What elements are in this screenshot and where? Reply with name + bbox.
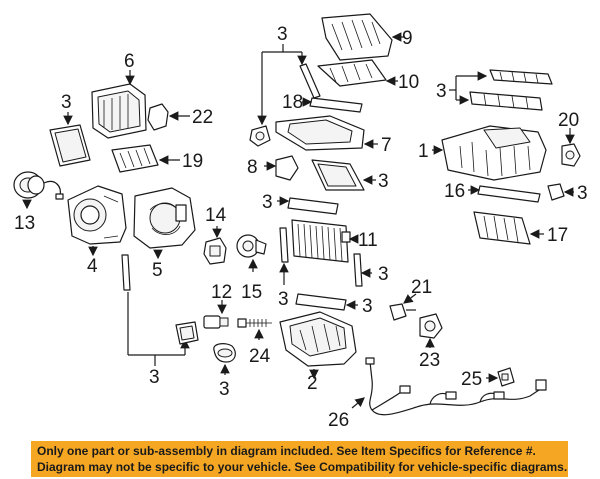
sensor-part-21	[389, 303, 416, 321]
seal-strip-part-3	[121, 254, 131, 291]
disclaimer-line-1: Only one part or sub-assembly in diagram…	[37, 444, 536, 458]
actuator-part-15	[236, 234, 267, 258]
duct-part-19	[111, 144, 159, 173]
callout-10: 10	[398, 72, 419, 93]
callout-26: 26	[328, 410, 349, 431]
callout-8: 8	[247, 157, 258, 178]
parts-diagram: 13 3 6 22 19 4 5	[13, 13, 588, 431]
callout-24: 24	[249, 346, 271, 367]
callout-1: 1	[418, 141, 429, 162]
callout-9: 9	[402, 28, 413, 49]
callout-3e: 3	[378, 264, 389, 285]
filter-part-3b	[311, 159, 365, 191]
callout-3d: 3	[278, 289, 289, 310]
callout-4: 4	[87, 256, 98, 277]
bracket-part-22	[147, 103, 169, 131]
seal-strip-part-3e	[353, 253, 363, 287]
clip-part-3-right	[547, 183, 565, 201]
callout-22: 22	[192, 107, 213, 128]
seal-part-3-top	[299, 63, 321, 99]
filter-part-3a	[49, 124, 91, 167]
callout-11: 11	[358, 230, 378, 251]
seal-strip-part-3d	[279, 227, 289, 263]
callout-19: 19	[182, 151, 203, 172]
blower-motor-part-13	[13, 171, 64, 200]
callout-20: 20	[558, 110, 579, 131]
seal-part-18	[309, 97, 363, 113]
callout-3h: 3	[219, 379, 230, 400]
callout-3c: 3	[262, 192, 273, 213]
callout-23: 23	[419, 350, 440, 371]
seal-part-16	[477, 185, 541, 203]
clip-part-3	[249, 125, 271, 147]
seal-part-3-right-bottom	[469, 91, 543, 111]
callout-2: 2	[307, 373, 318, 394]
cover-part-8	[275, 155, 299, 181]
seal-part-3c	[287, 197, 339, 215]
gasket-part-3h	[213, 343, 236, 363]
wiring-harness-part-26	[365, 357, 547, 416]
duct-part-17	[473, 211, 531, 245]
callout-3-bottom: 3	[149, 367, 160, 388]
callout-18: 18	[282, 92, 303, 113]
actuator-part-14	[203, 237, 227, 265]
seal-part-3-right-top	[489, 69, 553, 85]
connector-part-25	[497, 367, 515, 387]
callout-14: 14	[205, 205, 227, 226]
callout-21: 21	[411, 277, 432, 298]
callout-3a: 3	[61, 92, 72, 113]
callout-12: 12	[211, 282, 232, 303]
seal-part-3-bottom	[175, 321, 199, 345]
lower-case-part-2	[279, 311, 357, 367]
hvac-module-part-1	[441, 125, 547, 181]
callout-3-right: 3	[436, 81, 447, 102]
blower-case-part-5	[133, 187, 196, 249]
callout-15: 15	[241, 282, 262, 303]
callout-17: 17	[547, 225, 568, 246]
callout-16: 16	[444, 181, 465, 202]
callout-7: 7	[381, 135, 392, 156]
screw-part-24	[237, 318, 272, 328]
evaporator-core-part-11	[291, 219, 351, 263]
disclaimer-line-2: Diagram may not be specific to your vehi…	[37, 460, 568, 474]
callout-6: 6	[124, 51, 135, 72]
upper-case-part-6	[91, 83, 147, 139]
callout-3-right-small: 3	[577, 183, 588, 204]
callout-3f: 3	[362, 296, 373, 317]
seal-part-3f	[295, 293, 347, 311]
callout-3-top: 3	[277, 24, 288, 45]
duct-part-9	[321, 13, 393, 61]
duct-part-10	[317, 59, 387, 87]
actuator-part-23	[419, 313, 443, 339]
callout-3b: 3	[378, 171, 389, 192]
blower-housing-part-4	[67, 185, 127, 245]
callout-5: 5	[152, 260, 163, 281]
door-part-7	[275, 115, 365, 151]
sensor-part-20	[561, 143, 581, 167]
callout-13: 13	[14, 213, 35, 234]
disclaimer-banner: Only one part or sub-assembly in diagram…	[31, 441, 568, 477]
callout-25: 25	[461, 369, 482, 390]
sensor-part-12	[203, 315, 229, 329]
